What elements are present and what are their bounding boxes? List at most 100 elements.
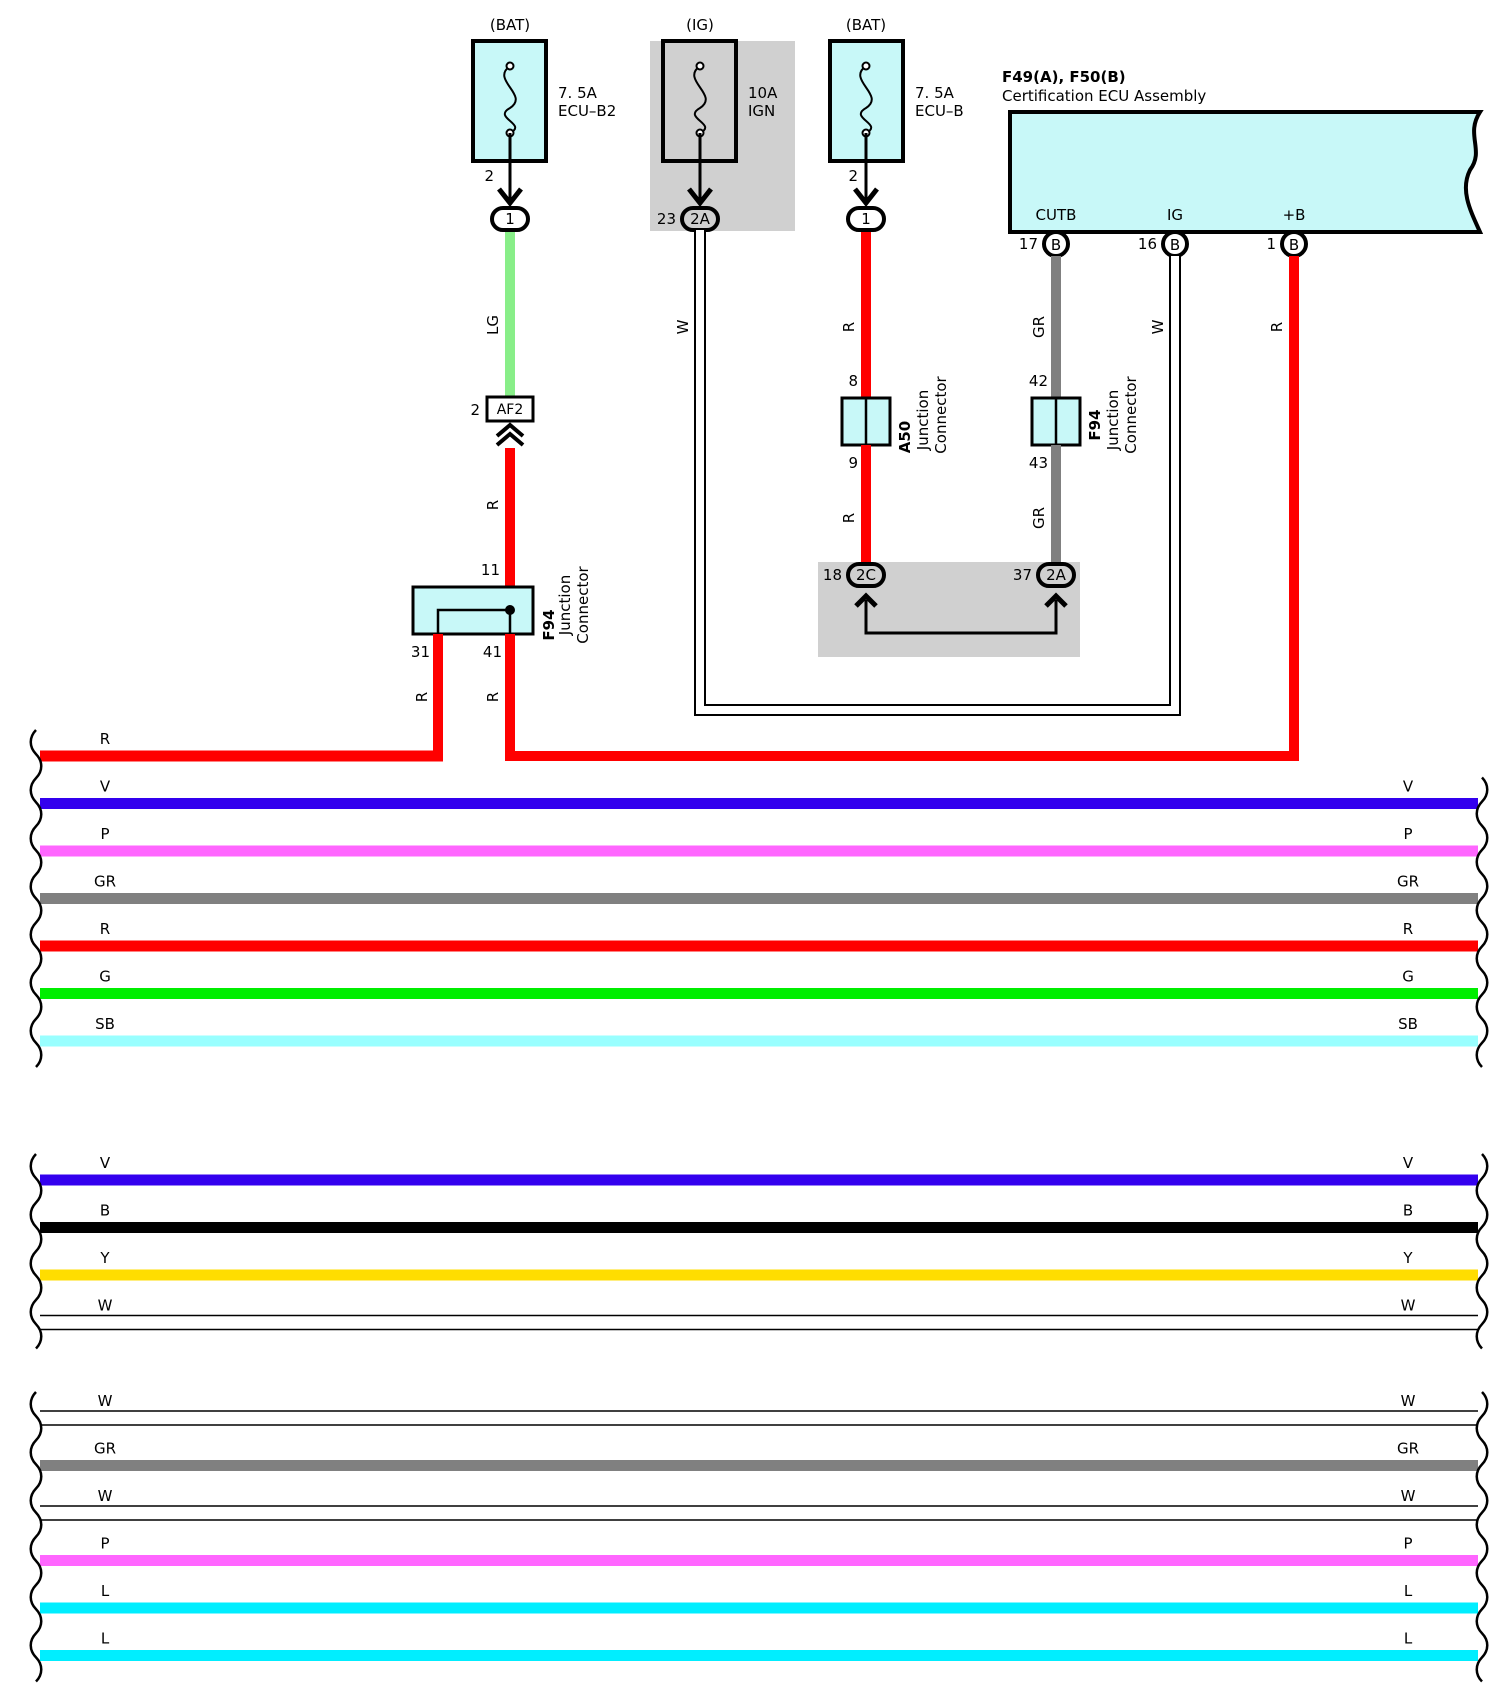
junction-a50: 8 9 A50 Junction Connector xyxy=(840,372,950,472)
junction-pin: 41 xyxy=(483,643,502,661)
wire-label: W xyxy=(1149,319,1167,334)
fuse-connector: 1 xyxy=(861,210,871,228)
af2-connector: 2 AF2 xyxy=(470,395,535,447)
terminal-label: +B xyxy=(1283,206,1306,224)
wire-label: LG xyxy=(484,315,502,335)
harness-break xyxy=(1475,1391,1489,1683)
wire-label: R xyxy=(1268,322,1286,332)
wire-label: R xyxy=(484,692,502,702)
harness-wire-label: W xyxy=(98,1487,113,1505)
connector-label: 2A xyxy=(1046,566,1067,584)
terminal-connector: B xyxy=(1170,236,1180,254)
harness-wire-label: W xyxy=(1401,1297,1416,1315)
harness-wire-label: B xyxy=(100,1202,110,1220)
internal-link xyxy=(864,600,1058,635)
fuse-rating: 10A xyxy=(748,84,778,102)
af2-label: AF2 xyxy=(497,402,524,418)
harness-wire-label: SB xyxy=(1398,1015,1418,1033)
harness-wire-label: V xyxy=(1403,778,1414,796)
fuse-rating: 7. 5A xyxy=(558,84,598,102)
harness-wire-label: L xyxy=(1404,1582,1413,1600)
ecu-name: Certification ECU Assembly xyxy=(1002,87,1206,105)
harness-wire-label: P xyxy=(100,1535,109,1553)
harness-break xyxy=(1475,776,1489,1068)
junction-f94-right: 42 43 F94 Junction Connector xyxy=(1029,372,1140,472)
fuse-ign: (IG) 10A IGN 23 2A xyxy=(657,16,778,232)
junction-pin: 43 xyxy=(1029,454,1048,472)
harness-break xyxy=(29,729,43,1068)
fuse-name: ECU–B2 xyxy=(558,102,616,120)
wire-label: R xyxy=(484,500,502,510)
af2-pin: 2 xyxy=(470,401,480,419)
terminal-pin: 1 xyxy=(1266,235,1276,253)
harness-wire-label: L xyxy=(1404,1630,1413,1648)
harness-wire-label: P xyxy=(100,825,109,843)
terminal-pin: 16 xyxy=(1138,235,1157,253)
connector-2a: 37 2A xyxy=(1013,562,1076,608)
harness-wire-label: W xyxy=(98,1297,113,1315)
harness-break xyxy=(1475,1153,1489,1350)
harness-wire-label: G xyxy=(1402,968,1414,986)
harness-wire-label: V xyxy=(100,778,111,796)
junction-line2: Connector xyxy=(574,565,592,643)
harness-wire-label: R xyxy=(100,920,110,938)
junction-id: A50 xyxy=(896,421,914,453)
fuse-source-label: (BAT) xyxy=(846,16,886,34)
junction-line2: Connector xyxy=(1122,375,1140,453)
junction-id: F94 xyxy=(1086,409,1104,440)
harness-wire-label: V xyxy=(1403,1154,1414,1172)
wire-label: R xyxy=(840,513,858,523)
fuse-ecu-b: (BAT) 7. 5A ECU–B 2 1 xyxy=(828,16,964,232)
junction-line1: Junction xyxy=(556,575,574,636)
fuse-pin: 23 xyxy=(657,210,676,228)
harness-wire-label: R xyxy=(1403,920,1413,938)
junction-f94-left: 11 31 41 F94 Junction Connector xyxy=(411,561,592,661)
certification-ecu: F49(A), F50(B) Certification ECU Assembl… xyxy=(1002,68,1484,258)
connector-pin: 18 xyxy=(823,566,842,584)
wire-label: GR xyxy=(1030,316,1048,338)
harness-wire-label: P xyxy=(1403,825,1412,843)
fuse-connector: 2A xyxy=(690,210,711,228)
harness-wire-label: GR xyxy=(94,1440,116,1458)
harness-wire-label: W xyxy=(1401,1392,1416,1410)
terminal-connector: B xyxy=(1051,236,1061,254)
fuse-name: ECU–B xyxy=(915,102,964,120)
harness-wire-label: B xyxy=(1403,1202,1413,1220)
ecu-title: F49(A), F50(B) xyxy=(1002,68,1126,86)
fuse-ecu-b2: (BAT) 7. 5A ECU–B2 2 1 xyxy=(471,16,616,232)
harness-wire-label: L xyxy=(101,1630,110,1648)
fuse-pin: 2 xyxy=(484,167,494,185)
wire-label: W xyxy=(674,319,692,334)
connector-2c: 18 2C xyxy=(823,562,886,608)
fuse-name: IGN xyxy=(748,102,775,120)
junction-pin: 11 xyxy=(481,561,500,579)
harness-break xyxy=(29,1391,43,1683)
fuse-pin: 2 xyxy=(848,167,858,185)
harness-wire-label: P xyxy=(1403,1535,1412,1553)
harness-wire-label: SB xyxy=(95,1015,115,1033)
junction-pin: 31 xyxy=(411,643,430,661)
junction-line1: Junction xyxy=(914,390,932,451)
harness-wire-label: G xyxy=(99,968,111,986)
junction-line1: Junction xyxy=(1104,390,1122,451)
junction-pin: 42 xyxy=(1029,372,1048,390)
junction-id: F94 xyxy=(540,609,558,640)
harness-wire-label: W xyxy=(1401,1487,1416,1505)
fuse-source-label: (IG) xyxy=(686,16,714,34)
harness-wire-label: Y xyxy=(99,1249,110,1267)
terminal-connector: B xyxy=(1289,236,1299,254)
junction-pin: 8 xyxy=(848,372,858,390)
harness-wire-label: GR xyxy=(94,873,116,891)
fuse-rating: 7. 5A xyxy=(915,84,955,102)
harness-wire-label: GR xyxy=(1397,1440,1419,1458)
harness-wire-label: L xyxy=(101,1582,110,1600)
connector-label: 2C xyxy=(856,566,876,584)
harness-wire-label: GR xyxy=(1397,873,1419,891)
harness-wire-label: W xyxy=(98,1392,113,1410)
wire-label: R xyxy=(840,322,858,332)
terminal-label: IG xyxy=(1167,206,1183,224)
wire-label: R xyxy=(413,692,431,702)
junction-pin: 9 xyxy=(848,454,858,472)
